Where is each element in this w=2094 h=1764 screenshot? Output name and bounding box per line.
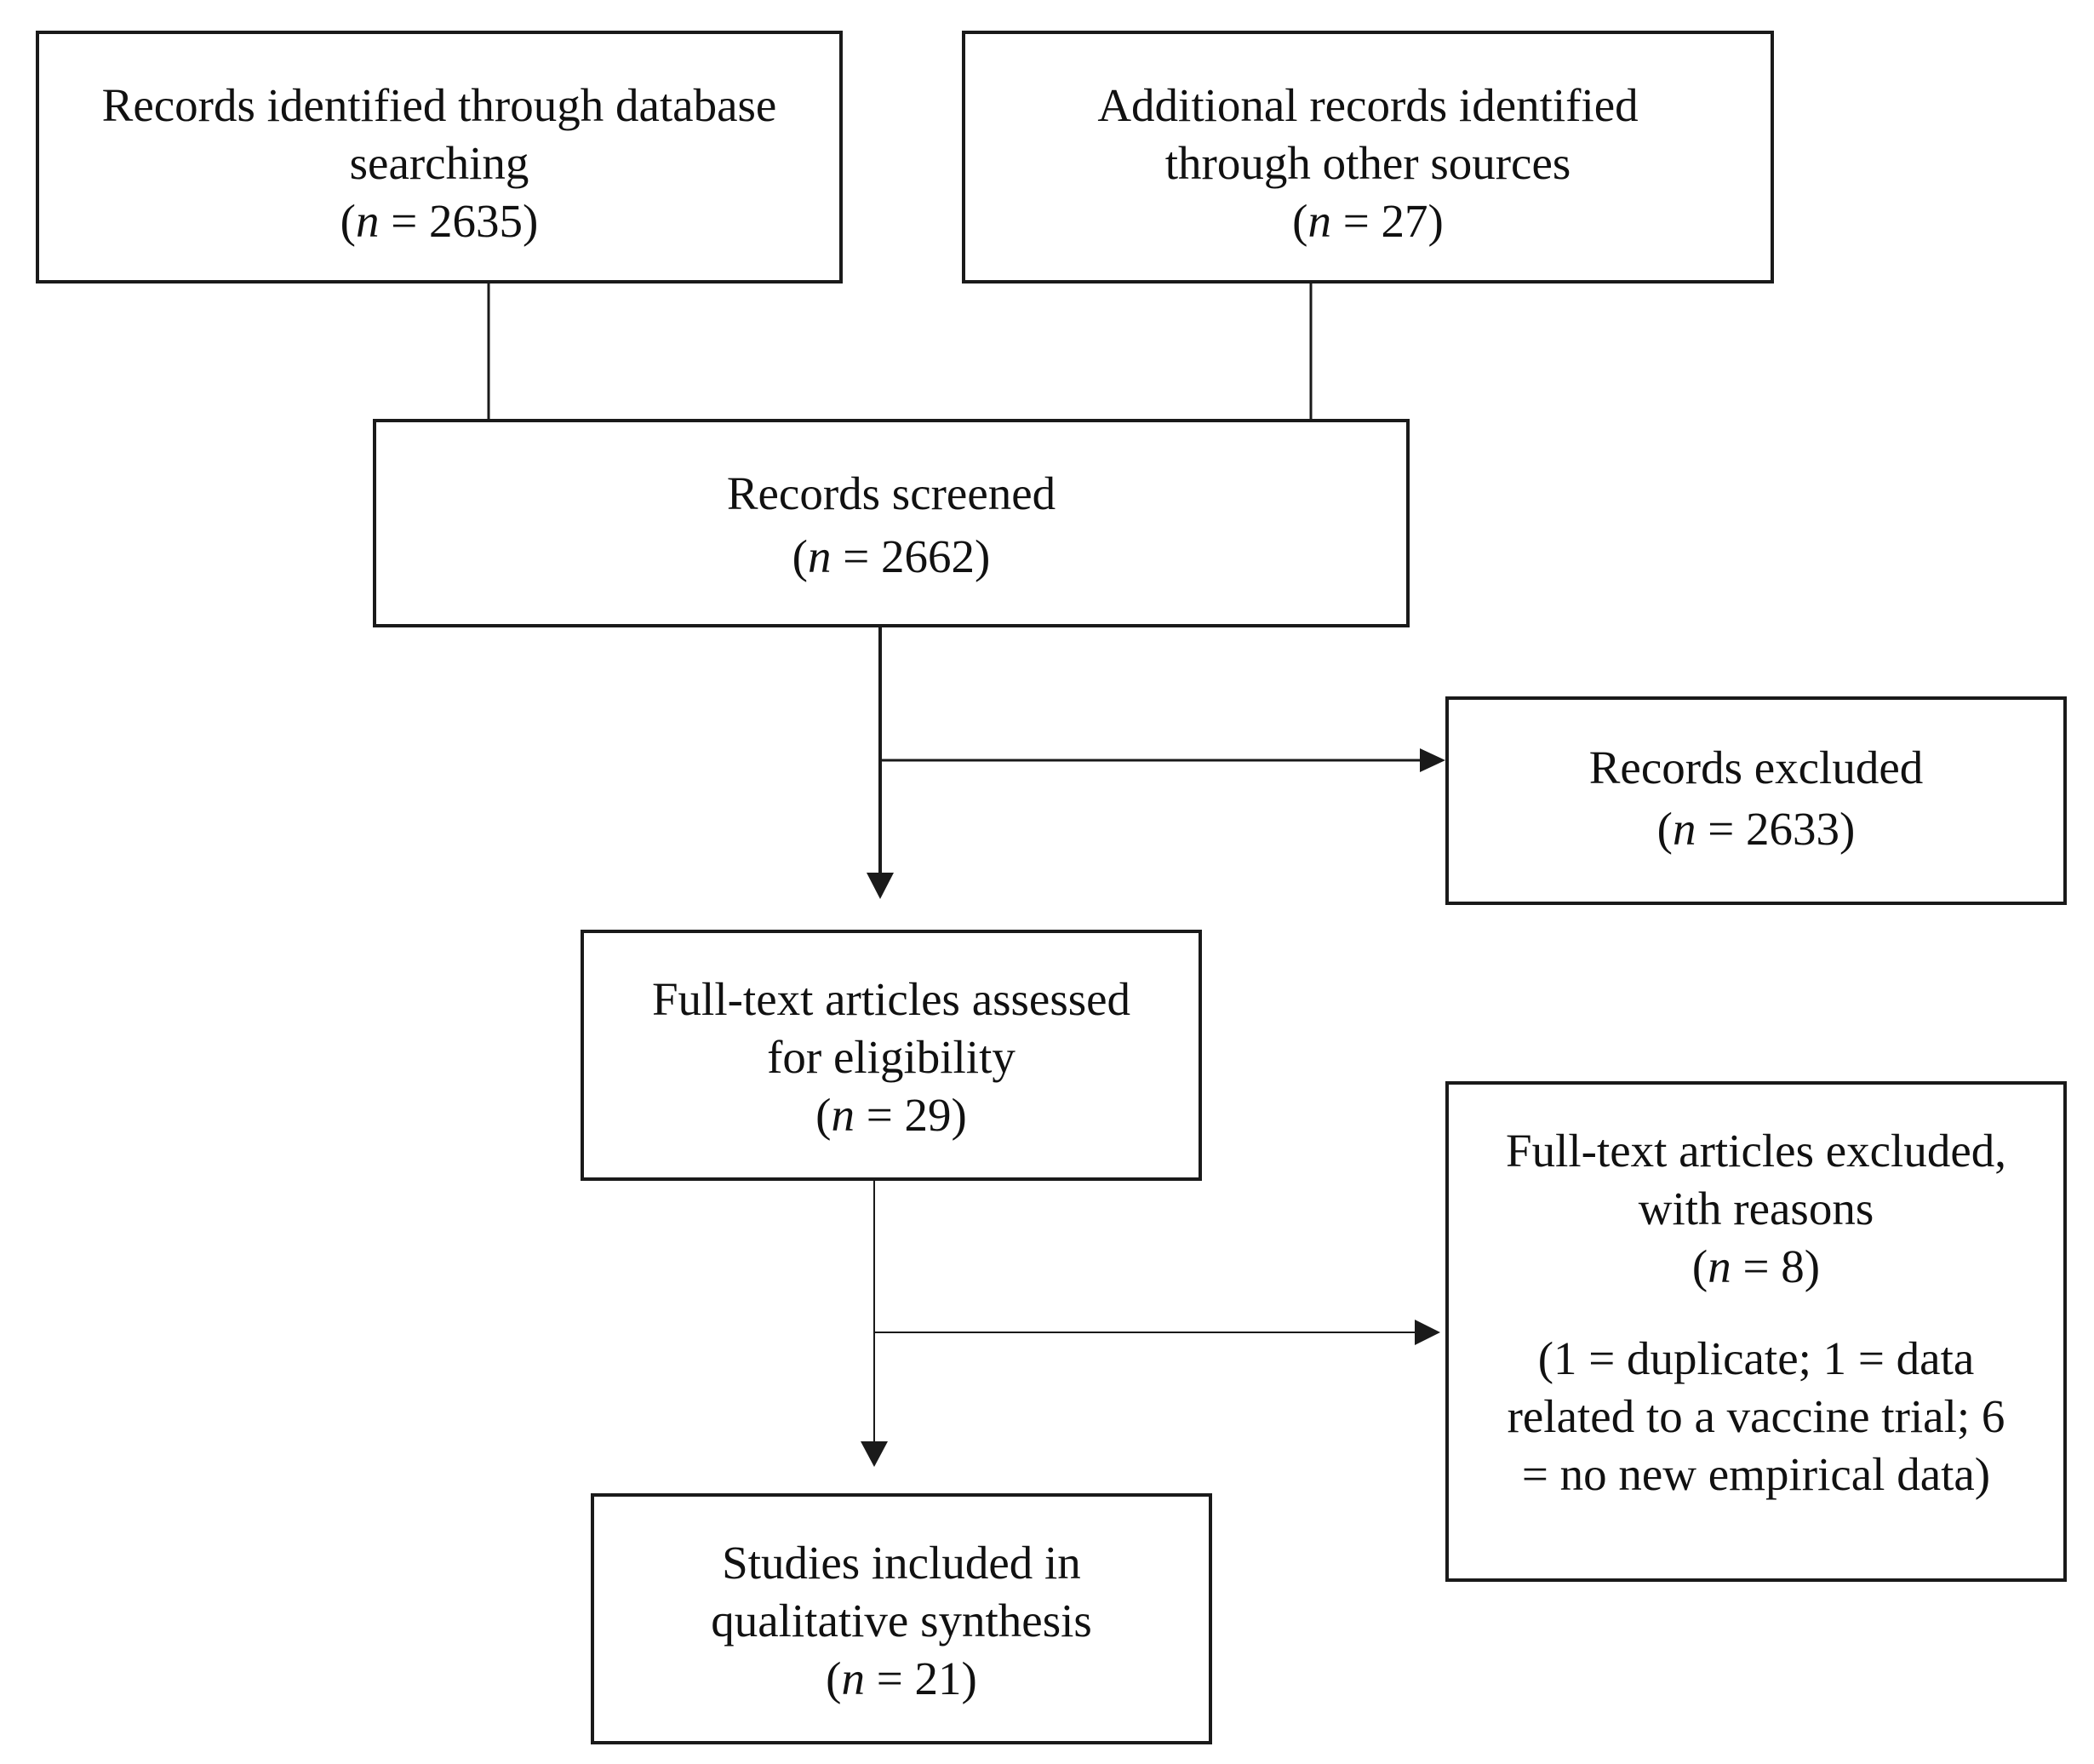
records-screened-n: 2662 <box>881 530 975 582</box>
records-screened-box: Records screened (n = 2662) <box>373 419 1410 627</box>
records-screened-count: (n = 2662) <box>792 530 991 582</box>
arrow-to-fulltext-assessed <box>867 873 894 899</box>
arrow-to-records-excluded <box>1420 748 1445 772</box>
other-records-box: Additional records identified through ot… <box>962 31 1774 284</box>
records-excluded-n: 2633 <box>1746 803 1840 855</box>
studies-included-count: (n = 21) <box>826 1652 977 1704</box>
database-records-box: Records identified through database sear… <box>36 31 843 284</box>
other-records-count: (n = 27) <box>1292 195 1444 247</box>
studies-included-box: Studies included in qualitative synthesi… <box>591 1493 1212 1744</box>
database-records-line-2: searching <box>349 137 529 189</box>
n-label: n <box>1307 195 1331 247</box>
records-excluded-line-1: Records excluded <box>1588 742 1924 793</box>
fulltext-assessed-box: Full-text articles assessed for eligibil… <box>581 930 1202 1181</box>
database-records-count: (n = 2635) <box>340 195 539 247</box>
n-label: n <box>841 1652 865 1704</box>
database-records-line-1: Records identified through database <box>101 79 777 131</box>
n-label: n <box>355 195 380 247</box>
records-excluded-box: Records excluded (n = 2633) <box>1445 696 2067 905</box>
studies-included-n: 21 <box>914 1652 962 1704</box>
fulltext-assessed-n: 29 <box>904 1089 952 1141</box>
fulltext-assessed-line-2: for eligibility <box>767 1031 1016 1083</box>
fulltext-excluded-line-1: Full-text articles excluded, <box>1505 1125 2006 1177</box>
database-records-n: 2635 <box>429 195 524 247</box>
exclusion-reason-line-3: = no new empirical data) <box>1521 1448 1991 1500</box>
n-label: n <box>1708 1240 1731 1292</box>
n-label: n <box>831 1089 855 1141</box>
studies-included-line-1: Studies included in <box>722 1537 1081 1589</box>
studies-included-line-2: qualitative synthesis <box>711 1595 1092 1647</box>
other-records-line-2: through other sources <box>1164 137 1571 189</box>
fulltext-assessed-count: (n = 29) <box>815 1089 967 1141</box>
arrow-to-studies-included <box>861 1441 888 1467</box>
fulltext-excluded-count: (n = 8) <box>1691 1240 1821 1292</box>
records-excluded-count: (n = 2633) <box>1656 803 1856 855</box>
exclusion-reason-line-1: (1 = duplicate; 1 = data <box>1537 1332 1975 1384</box>
other-records-n: 27 <box>1381 195 1428 247</box>
arrow-to-fulltext-excluded <box>1415 1320 1440 1345</box>
fulltext-excluded-box: Full-text articles excluded, with reason… <box>1445 1081 2067 1582</box>
exclusion-reason-line-2: related to a vaccine trial; 6 <box>1507 1390 2005 1442</box>
fulltext-excluded-n: 8 <box>1781 1240 1805 1292</box>
n-label: n <box>807 530 832 582</box>
n-label: n <box>1672 803 1696 855</box>
fulltext-excluded-line-2: with reasons <box>1638 1183 1874 1234</box>
other-records-line-1: Additional records identified <box>1097 79 1639 131</box>
records-screened-line-1: Records screened <box>726 467 1056 519</box>
fulltext-assessed-line-1: Full-text articles assessed <box>651 973 1131 1025</box>
